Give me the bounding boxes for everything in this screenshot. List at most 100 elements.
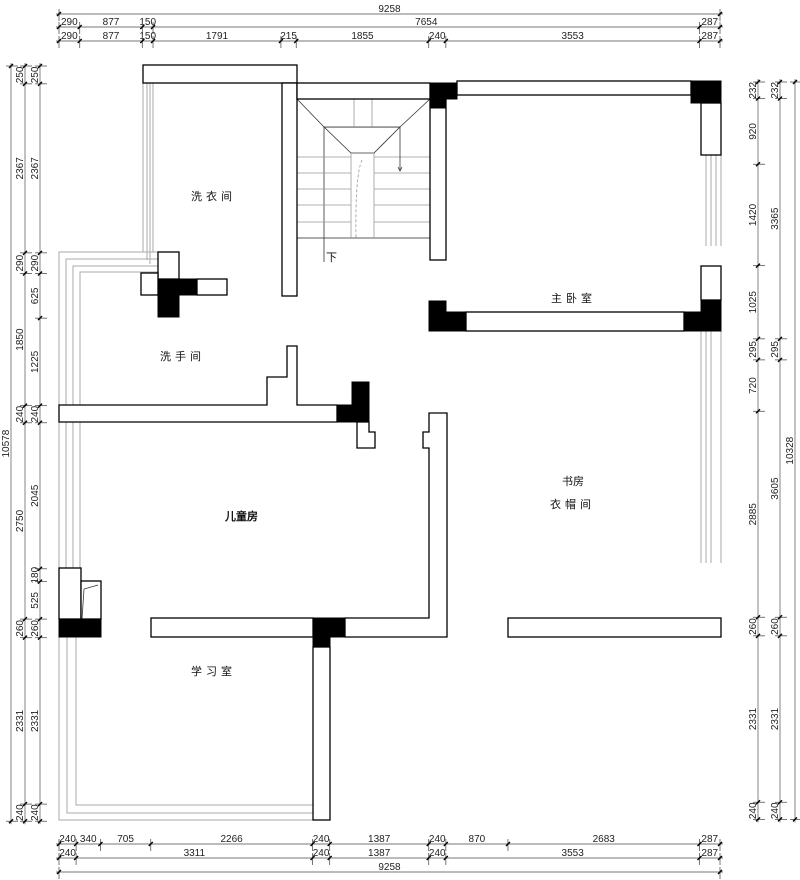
dim-tick: [717, 11, 723, 17]
dim-tick: [139, 38, 145, 44]
dim-tick: [755, 614, 761, 620]
dim-tick: [37, 801, 43, 807]
dim-tick: [777, 816, 783, 822]
dim-label: 240: [59, 848, 76, 859]
dim-label: 240: [30, 405, 41, 422]
dim-tick: [327, 841, 333, 847]
dim-tick: [150, 24, 156, 30]
dim-tick: [697, 24, 703, 30]
dim-tick: [37, 616, 43, 622]
dim-label: 260: [30, 620, 41, 637]
dim-tick: [56, 869, 62, 875]
dim-label: 1855: [351, 31, 374, 42]
dim-label: 2331: [748, 707, 759, 730]
dim-label: 295: [748, 341, 759, 358]
window-master-east: [705, 155, 722, 246]
dim-tick: [792, 79, 798, 85]
dim-tick: [777, 96, 783, 102]
dim-label: 260: [770, 618, 781, 635]
dim-label: 295: [770, 341, 781, 358]
dim-label: 290: [61, 17, 78, 28]
dim-tick: [755, 357, 761, 363]
dim-label: 3553: [562, 31, 585, 42]
dim-chain-right-2: 10328: [785, 79, 800, 823]
dim-label: 150: [139, 31, 156, 42]
dim-tick: [22, 63, 28, 69]
columns: [58, 80, 722, 648]
dim-tick: [717, 24, 723, 30]
dim-label: 232: [748, 82, 759, 99]
dim-label: 287: [701, 834, 718, 845]
room-label-study: 书房: [562, 475, 584, 488]
dim-label: 1225: [30, 350, 41, 373]
windows: [58, 83, 722, 821]
dim-tick: [22, 818, 28, 824]
dim-tick: [139, 24, 145, 30]
dim-tick: [755, 96, 761, 102]
dim-tick: [22, 81, 28, 87]
dim-tick: [777, 79, 783, 85]
dim-label: 2367: [30, 157, 41, 180]
dim-tick: [327, 855, 333, 861]
dim-label: 215: [280, 31, 297, 42]
dim-tick: [777, 357, 783, 363]
room-label-laundry: 洗衣间: [191, 189, 236, 203]
dim-label: 1387: [368, 848, 391, 859]
dim-label: 2266: [221, 834, 244, 845]
dim-tick: [37, 271, 43, 277]
room-label-washroom: 洗手间: [160, 349, 205, 363]
dim-label: 232: [770, 82, 781, 99]
dim-label: 877: [103, 31, 120, 42]
dim-tick: [56, 855, 62, 861]
dim-tick: [777, 633, 783, 639]
dim-label: 240: [429, 31, 446, 42]
dim-tick: [755, 816, 761, 822]
dim-tick: [8, 818, 14, 824]
dim-tick: [37, 566, 43, 572]
stair-treads: [297, 156, 430, 223]
dim-label: 240: [313, 834, 330, 845]
dim-label: 180: [30, 566, 41, 583]
dim-label: 1791: [206, 31, 229, 42]
dim-tick: [37, 579, 43, 585]
dim-label: 3605: [770, 477, 781, 500]
window-laundry-left: [142, 83, 154, 264]
dim-tick: [56, 841, 62, 847]
dim-tick: [755, 263, 761, 269]
dim-label: 240: [429, 834, 446, 845]
dim-label: 250: [15, 66, 26, 83]
dim-tick: [717, 869, 723, 875]
dim-label: 1025: [748, 291, 759, 314]
dim-tick: [755, 336, 761, 342]
dim-tick: [717, 38, 723, 44]
dim-tick: [717, 841, 723, 847]
dim-tick: [755, 161, 761, 167]
dim-tick: [22, 616, 28, 622]
dim-label: 150: [139, 17, 156, 28]
dim-label: 920: [748, 123, 759, 140]
dim-tick: [56, 38, 62, 44]
dim-tick: [37, 635, 43, 641]
dim-chain-bottom-2: 9258: [56, 862, 723, 879]
room-label-kids-room: 儿童房: [224, 509, 258, 523]
dim-label: 1387: [368, 834, 391, 845]
dim-label: 240: [15, 405, 26, 422]
dim-label: 2045: [30, 484, 41, 507]
dim-tick: [777, 614, 783, 620]
dim-tick: [97, 841, 103, 847]
dim-label: 720: [748, 377, 759, 394]
dim-label: 290: [15, 254, 26, 271]
dim-label: 3553: [562, 848, 585, 859]
dim-label: 9258: [378, 4, 401, 15]
dim-label: 2331: [30, 709, 41, 732]
room-label-learning-room: 学习室: [191, 664, 236, 678]
dim-label: 525: [30, 592, 41, 609]
dim-tick: [426, 841, 432, 847]
dim-tick: [37, 63, 43, 69]
dim-tick: [310, 841, 316, 847]
